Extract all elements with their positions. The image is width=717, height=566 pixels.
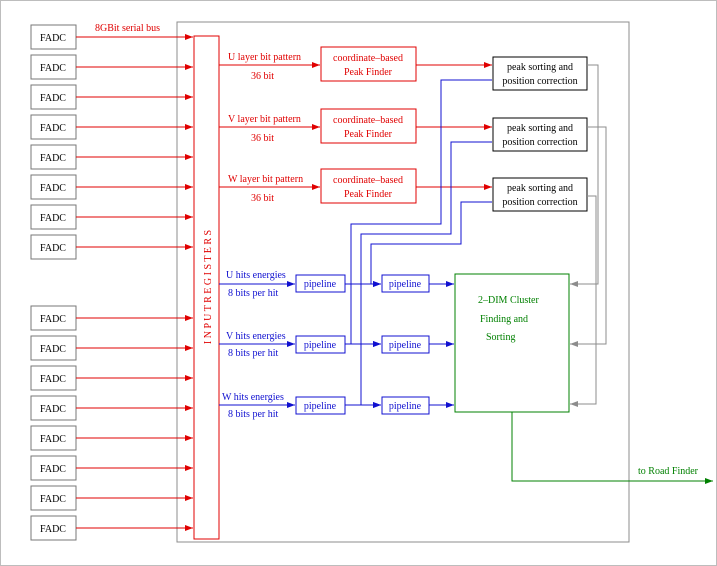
- u-sorting-box: [492, 56, 588, 91]
- sorting-label: peak sorting and: [507, 123, 573, 134]
- w-peak-finder-box: [320, 168, 417, 204]
- w-energies-label: W hits energies: [222, 392, 284, 403]
- energy-arrows: [219, 281, 295, 408]
- peak-finder-label: coordinate–based: [333, 175, 403, 186]
- peak-finder-label: coordinate–based: [333, 115, 403, 126]
- sorting-label: peak sorting and: [507, 62, 573, 73]
- fadc-label: FADC: [40, 524, 66, 535]
- fadc-box: [30, 455, 77, 481]
- fadc-label: FADC: [40, 314, 66, 325]
- fadc-box: [30, 174, 77, 200]
- v-energies-label: V hits energies: [226, 331, 286, 342]
- pipeline-label: pipeline: [389, 401, 422, 412]
- pipeline-label: pipeline: [304, 340, 337, 351]
- w-energies-width-label: 8 bits per hit: [228, 409, 278, 420]
- fadc-label: FADC: [40, 464, 66, 475]
- v-peak-finder-box: [320, 108, 417, 144]
- peak-finder-label: Peak Finder: [344, 189, 393, 200]
- cluster-label-line1: 2–DIM Cluster: [478, 295, 540, 306]
- v-sorting-box: [492, 117, 588, 152]
- cluster-label-line3: Sorting: [486, 332, 515, 343]
- input-registers-box: [193, 35, 220, 540]
- fadc-box: [30, 485, 77, 511]
- sorting-label: position correction: [502, 197, 577, 208]
- input-registers-label: I N P U T R E G I S T E R S: [203, 230, 214, 344]
- u-energies-label: U hits energies: [226, 270, 286, 281]
- fadc-box: [30, 204, 77, 230]
- u-energies-width-label: 8 bits per hit: [228, 288, 278, 299]
- fadc-box: [30, 54, 77, 80]
- fadc-label: FADC: [40, 434, 66, 445]
- sorting-to-cluster-arrows: [570, 64, 607, 407]
- pipeline-label: pipeline: [389, 340, 422, 351]
- fadc-label: FADC: [40, 33, 66, 44]
- fadc-label: FADC: [40, 63, 66, 74]
- fadc-box: [30, 114, 77, 140]
- output-arrow: [511, 412, 713, 484]
- fadc-label: FADC: [40, 404, 66, 415]
- w-bit-pattern-label: W layer bit pattern: [228, 174, 303, 185]
- serial-bus-label: 8GBit serial bus: [95, 23, 160, 34]
- u-bit-pattern-label: U layer bit pattern: [228, 52, 301, 63]
- fadc-label: FADC: [40, 374, 66, 385]
- fadc-label: FADC: [40, 153, 66, 164]
- v-bit-width-label: 36 bit: [251, 133, 274, 144]
- pipeline-label: pipeline: [304, 279, 337, 290]
- w-sorting-box: [492, 177, 588, 212]
- output-label: to Road Finder: [638, 466, 699, 477]
- fadc-box: [30, 84, 77, 110]
- v-energies-width-label: 8 bits per hit: [228, 348, 278, 359]
- cluster-label-line2: Finding and: [480, 314, 528, 325]
- pipeline-label: pipeline: [389, 279, 422, 290]
- fadc-box: [30, 335, 77, 361]
- serial-bus-arrows: [76, 34, 193, 531]
- fadc-label: FADC: [40, 183, 66, 194]
- board-outline: [176, 21, 630, 543]
- peak-finder-label: Peak Finder: [344, 129, 393, 140]
- fadc-label: FADC: [40, 344, 66, 355]
- peak-finder-label: Peak Finder: [344, 67, 393, 78]
- fadc-group-bottom: [30, 305, 77, 541]
- w-bit-width-label: 36 bit: [251, 193, 274, 204]
- u-bit-width-label: 36 bit: [251, 71, 274, 82]
- fadc-label: FADC: [40, 123, 66, 134]
- bit-pattern-arrows: [219, 62, 320, 190]
- sorting-label: peak sorting and: [507, 183, 573, 194]
- u-peak-finder-box: [320, 46, 417, 82]
- sorting-label: position correction: [502, 76, 577, 87]
- fadc-label: FADC: [40, 494, 66, 505]
- fadc-box: [30, 395, 77, 421]
- pipeline-label: pipeline: [304, 401, 337, 412]
- peak-to-sorting-arrows: [416, 62, 492, 190]
- fadc-box: [30, 144, 77, 170]
- fadc-label: FADC: [40, 213, 66, 224]
- peak-finder-label: coordinate–based: [333, 53, 403, 64]
- fadc-label: FADC: [40, 93, 66, 104]
- sorting-label: position correction: [502, 137, 577, 148]
- sorting-feedback-lines: [350, 79, 492, 408]
- v-bit-pattern-label: V layer bit pattern: [228, 114, 301, 125]
- fadc-label: FADC: [40, 243, 66, 254]
- fadc-group-top: [30, 24, 77, 260]
